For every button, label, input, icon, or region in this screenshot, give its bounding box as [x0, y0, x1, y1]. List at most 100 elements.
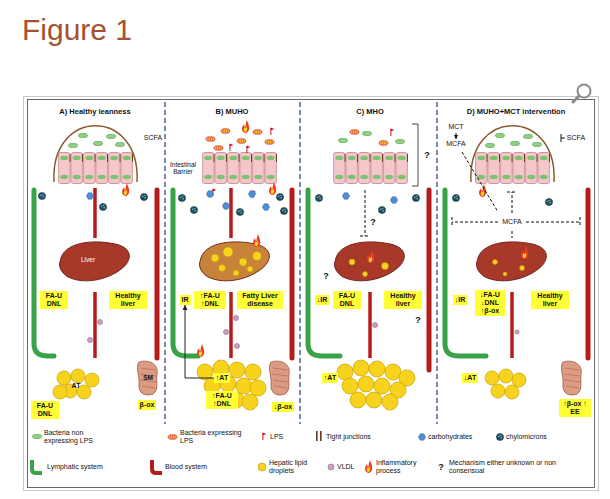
unknown-mark: ? — [323, 271, 329, 281]
gut-bacteria — [68, 143, 77, 147]
box-text: IR — [182, 296, 189, 304]
box-text: β-ox — [140, 401, 155, 409]
adipose-tissue — [382, 394, 398, 410]
intestinal-epithelium — [202, 152, 277, 184]
legend-label: Lymphatic system — [47, 463, 103, 471]
legend-sample — [32, 431, 504, 473]
inhibition-line — [561, 134, 565, 142]
legend-label: Bacteria expressing LPS — [180, 429, 242, 445]
adipose-tissue — [342, 378, 358, 394]
lymphatic-vessel — [308, 190, 340, 356]
liver-organ — [60, 242, 130, 281]
vldl-particle — [88, 338, 93, 343]
figure-title: Figure 1 — [22, 12, 132, 48]
gut-bacteria — [115, 142, 124, 146]
chylomicron — [38, 192, 45, 199]
inflammation-flame — [521, 246, 528, 259]
hepatic-lipid-droplet — [503, 272, 507, 276]
legend-sample — [418, 434, 425, 440]
gut-bacteria — [253, 130, 262, 135]
intestinal-epithelium — [58, 152, 550, 184]
figure-label: C) MHO — [356, 108, 384, 117]
box-text: ↑AT — [216, 374, 228, 382]
legend-label: Bacteria non expressing LPS — [44, 429, 106, 445]
legend-label: VLDL — [337, 463, 355, 471]
zoom-icon — [578, 85, 591, 98]
inflammation-flame — [122, 183, 129, 196]
lymphatic-vessel — [34, 190, 486, 356]
gut-bacteria — [106, 134, 115, 138]
gut-bacteria — [510, 141, 519, 145]
carbohydrate — [86, 193, 93, 199]
gut-bacteria — [206, 137, 215, 142]
figure-label: A) Healthy leanness — [59, 108, 130, 117]
inhibition-line — [526, 217, 580, 227]
highlight-box: Healthy liver — [109, 291, 147, 309]
intestinal-epithelium — [333, 152, 408, 184]
adipose-tissue — [491, 384, 505, 398]
adipose-tissue — [499, 369, 513, 383]
unknown-mark: ? — [424, 150, 430, 160]
inhibition-line — [452, 217, 498, 227]
hepatic-lipid-droplet — [363, 272, 368, 277]
legend-label: chylomicrons — [506, 433, 547, 441]
box-text: FA-U DNL — [335, 292, 359, 308]
lymphatic-vessel — [34, 190, 54, 356]
vldl-particle — [98, 320, 103, 325]
adipose-tissue — [374, 378, 390, 394]
gut-bacteria — [221, 129, 230, 134]
figure-label: SCFA — [144, 134, 162, 142]
figure-frame — [24, 97, 599, 491]
hepatic-lipid-droplet — [382, 263, 389, 270]
box-text: ↑FA-U ↑DNL — [208, 392, 236, 408]
box-text: FA-U DNL — [42, 292, 66, 308]
skeletal-muscle — [137, 361, 157, 395]
highlight-box: ↑FA-U ↑DNL — [206, 391, 238, 409]
gut-bacteria — [350, 130, 359, 135]
unknown-mark: ? — [415, 315, 421, 325]
inhibition-line — [507, 192, 517, 213]
highlight-box: β-ox — [138, 400, 157, 410]
legend-sample — [316, 431, 318, 441]
carbohydrate — [390, 197, 397, 203]
legend-item: Blood system — [165, 463, 207, 471]
gut-bacteria — [485, 143, 494, 147]
adipose-tissue — [385, 364, 401, 380]
zoom-icon — [573, 96, 579, 102]
legend-item: VLDL — [337, 463, 355, 471]
adipose-tissue — [229, 362, 245, 378]
carbohydrate — [206, 191, 213, 197]
vldl-particle — [373, 323, 378, 328]
chylomicron — [315, 194, 322, 201]
lps-molecule — [213, 128, 395, 198]
chylomicron — [412, 194, 419, 201]
adipose-tissue — [236, 378, 252, 394]
highlight-box: ↓FA-U ↓DNL ↑β-ox — [475, 290, 505, 316]
highlight-box: ↑FA-U ↑DNL — [194, 291, 226, 309]
legend-label: Hepatic lipid droplets — [269, 459, 317, 475]
box-text: ↑FA-U ↑DNL — [196, 292, 224, 308]
carbohydrate — [262, 204, 269, 210]
vldl-particle — [235, 344, 240, 349]
lps-molecule — [271, 128, 275, 135]
legend-label: Mechanism either unknown or non consensu… — [449, 459, 589, 475]
adipose-tissue — [245, 364, 261, 380]
blood-vessel — [157, 190, 588, 370]
box-text: FA-U DNL — [33, 402, 57, 418]
hepatic-lipid-droplet — [349, 259, 355, 265]
skeletal-muscle — [269, 361, 289, 395]
lps-molecule — [391, 129, 395, 136]
hepatic-lipid-droplet — [239, 258, 247, 266]
chylomicron — [452, 194, 459, 201]
blood-vessel — [290, 190, 295, 358]
box-text: ↓FA-U ↓DNL ↑β-ox — [477, 291, 503, 315]
liver-organ — [60, 242, 547, 281]
figure-label: SM — [143, 374, 153, 381]
chylomicron — [38, 192, 552, 215]
legend-item: Bacteria non expressing LPS — [44, 429, 106, 445]
legend-item: Tight junctions — [326, 433, 371, 441]
adipose-tissue — [512, 373, 526, 387]
legend-sample — [32, 460, 42, 473]
blood-vessel — [155, 190, 160, 358]
